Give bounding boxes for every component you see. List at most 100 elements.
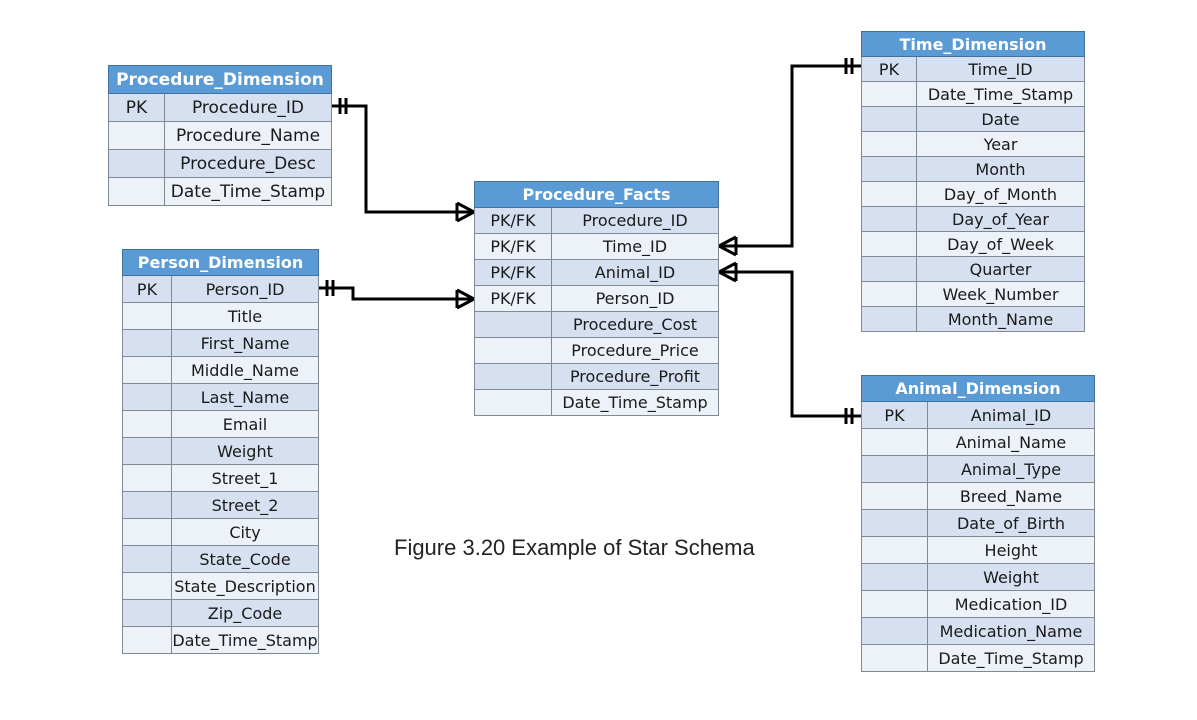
key-type-cell <box>122 599 172 627</box>
table-row: Weight <box>122 437 319 465</box>
key-type-cell <box>108 177 165 206</box>
table-row: Week_Number <box>861 281 1085 307</box>
table-row: Last_Name <box>122 383 319 411</box>
key-type-cell <box>122 410 172 438</box>
key-type-cell <box>861 181 917 207</box>
field-name-cell: Weight <box>927 563 1095 591</box>
table-row: Month_Name <box>861 306 1085 332</box>
table-row: Animal_Name <box>861 428 1095 456</box>
table-row: Month <box>861 156 1085 182</box>
key-type-cell <box>861 106 917 132</box>
table-row: Procedure_Profit <box>474 363 719 390</box>
table-row: Quarter <box>861 256 1085 282</box>
key-type-cell <box>122 572 172 600</box>
table-row: Day_of_Week <box>861 231 1085 257</box>
key-type-cell <box>122 545 172 573</box>
field-name-cell: Medication_Name <box>927 617 1095 645</box>
key-type-cell <box>474 337 552 364</box>
field-name-cell: Date_Time_Stamp <box>164 177 332 206</box>
key-type-cell <box>108 149 165 178</box>
field-name-cell: Quarter <box>916 256 1085 282</box>
key-type-cell <box>122 464 172 492</box>
table-row: Date_Time_Stamp <box>474 389 719 416</box>
key-type-cell <box>861 563 928 591</box>
figure-caption: Figure 3.20 Example of Star Schema <box>394 535 755 560</box>
field-name-cell: Last_Name <box>171 383 319 411</box>
field-name-cell: Day_of_Year <box>916 206 1085 232</box>
field-name-cell: Year <box>916 131 1085 157</box>
field-name-cell: First_Name <box>171 329 319 357</box>
connector-person-id <box>319 280 475 310</box>
field-name-cell: State_Description <box>171 572 319 600</box>
key-type-cell <box>861 428 928 456</box>
table-row: City <box>122 518 319 546</box>
field-name-cell: Procedure_ID <box>164 93 332 122</box>
field-name-cell: Time_ID <box>551 233 719 260</box>
table-row: State_Description <box>122 572 319 600</box>
table-row: Weight <box>861 563 1095 591</box>
field-name-cell: Procedure_Profit <box>551 363 719 390</box>
table-row: Procedure_Price <box>474 337 719 364</box>
connector-animal-id <box>718 261 861 424</box>
field-name-cell: Street_2 <box>171 491 319 519</box>
key-type-cell: PK/FK <box>474 285 552 312</box>
field-name-cell: Day_of_Month <box>916 181 1085 207</box>
table-row: Date <box>861 106 1085 132</box>
field-name-cell: Animal_Type <box>927 455 1095 483</box>
table-row: Street_1 <box>122 464 319 492</box>
key-type-cell <box>861 206 917 232</box>
table-row: First_Name <box>122 329 319 357</box>
key-type-cell <box>108 121 165 150</box>
key-type-cell: PK <box>108 93 165 122</box>
field-name-cell: Street_1 <box>171 464 319 492</box>
key-type-cell <box>861 590 928 618</box>
table-row: Height <box>861 536 1095 564</box>
key-type-cell <box>122 329 172 357</box>
table-row: Email <box>122 410 319 438</box>
table-row: Procedure_Cost <box>474 311 719 338</box>
field-name-cell: Date_of_Birth <box>927 509 1095 537</box>
field-name-cell: Medication_ID <box>927 590 1095 618</box>
table-row: Date_Time_Stamp <box>861 644 1095 672</box>
field-name-cell: Date <box>916 106 1085 132</box>
key-type-cell <box>122 383 172 411</box>
field-name-cell: Animal_ID <box>927 401 1095 429</box>
table-row: Date_of_Birth <box>861 509 1095 537</box>
key-type-cell <box>474 311 552 338</box>
field-name-cell: Month_Name <box>916 306 1085 332</box>
key-type-cell <box>861 131 917 157</box>
key-type-cell <box>861 617 928 645</box>
table-row: Date_Time_Stamp <box>861 81 1085 107</box>
table-row: Zip_Code <box>122 599 319 627</box>
table-title: Time_Dimension <box>861 31 1085 57</box>
field-name-cell: Date_Time_Stamp <box>171 626 319 654</box>
field-name-cell: Person_ID <box>551 285 719 312</box>
field-name-cell: State_Code <box>171 545 319 573</box>
key-type-cell <box>122 491 172 519</box>
field-name-cell: Time_ID <box>916 56 1085 82</box>
key-type-cell: PK/FK <box>474 233 552 260</box>
key-type-cell: PK <box>122 275 172 303</box>
field-name-cell: Breed_Name <box>927 482 1095 510</box>
field-name-cell: Email <box>171 410 319 438</box>
key-type-cell <box>122 437 172 465</box>
table-row: Medication_ID <box>861 590 1095 618</box>
table-row: Date_Time_Stamp <box>122 626 319 654</box>
key-type-cell <box>861 256 917 282</box>
table-row: Title <box>122 302 319 330</box>
table-row: Middle_Name <box>122 356 319 384</box>
key-type-cell <box>861 482 928 510</box>
field-name-cell: Procedure_Desc <box>164 149 332 178</box>
table-row: Date_Time_Stamp <box>108 177 332 206</box>
field-name-cell: City <box>171 518 319 546</box>
field-name-cell: Title <box>171 302 319 330</box>
field-name-cell: Date_Time_Stamp <box>916 81 1085 107</box>
key-type-cell: PK <box>861 56 917 82</box>
